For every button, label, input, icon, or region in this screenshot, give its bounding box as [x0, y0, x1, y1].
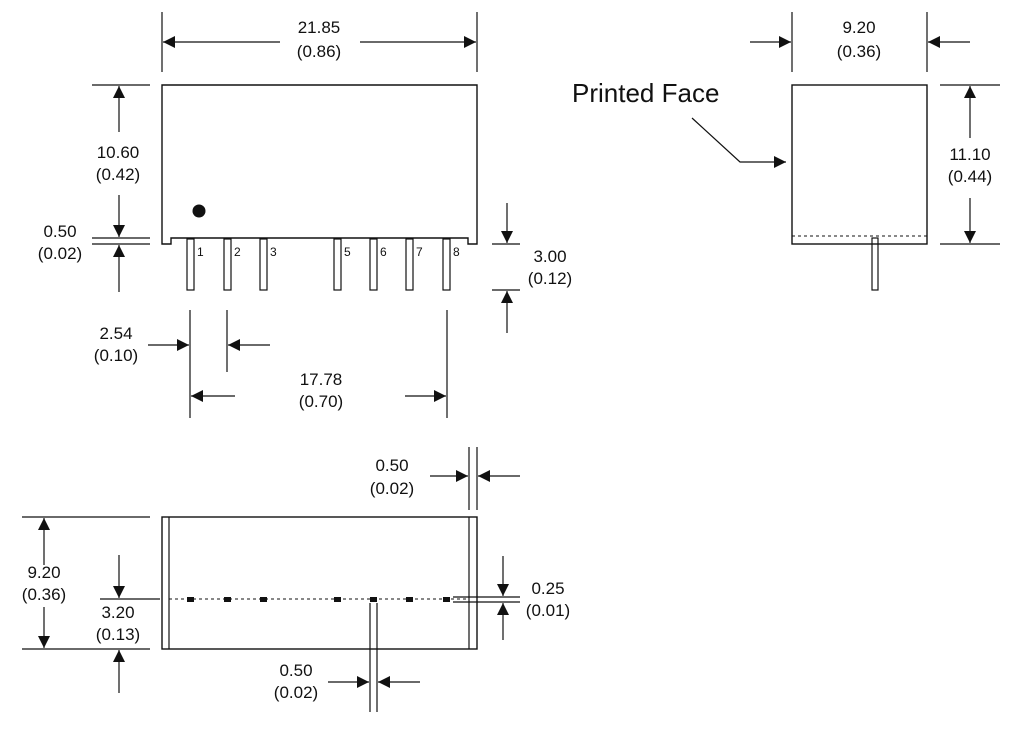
dim-pin-span-in: (0.70) — [299, 392, 343, 411]
dim-bottom-height-in: (0.36) — [22, 585, 66, 604]
module-body-outline — [161, 84, 478, 245]
dim-bottom-height-mm: 9.20 — [27, 563, 60, 582]
dim-width-in: (0.86) — [297, 42, 341, 61]
pin-2 — [223, 238, 232, 291]
dim-pin-pitch-in: (0.10) — [94, 346, 138, 365]
dim-pin-width-in: (0.02) — [274, 683, 318, 702]
front-view: 1 2 3 5 6 7 8 21.85 (0.86) 10.60 (0.42) — [38, 12, 572, 418]
pin-label-5: 5 — [344, 245, 351, 259]
pin-label-7: 7 — [416, 245, 423, 259]
dim-pin-row-offset: 3.20 (0.13) — [96, 555, 160, 693]
dim-pin-thickness-in: (0.01) — [526, 601, 570, 620]
dim-pin-width: 0.50 (0.02) — [274, 603, 420, 712]
dim-pin-pitch: 2.54 (0.10) — [94, 310, 270, 418]
dim-body-height: 10.60 (0.42) — [92, 84, 150, 239]
pin-label-6: 6 — [380, 245, 387, 259]
dim-wall-in: (0.02) — [370, 479, 414, 498]
dim-pin-span-mm: 17.78 — [300, 370, 343, 389]
pin-labels: 1 2 3 5 6 7 8 — [197, 245, 460, 259]
bottom-view: 0.50 (0.02) 9.20 (0.36) 3.20 (0.13) 0.2 — [22, 447, 570, 712]
bottom-pin-1 — [187, 597, 194, 602]
dim-standoff-in: (0.02) — [38, 244, 82, 263]
side-view: Printed Face 9.20 (0.36) 11.10 (0.44) — [572, 12, 1000, 291]
pin1-marker-dot — [192, 204, 206, 218]
bottom-pins — [187, 597, 450, 602]
pin-6 — [369, 238, 378, 291]
bottom-pin-2 — [224, 597, 231, 602]
pin-7 — [405, 238, 414, 291]
dim-pin-pitch-mm: 2.54 — [99, 324, 132, 343]
bottom-pin-7 — [406, 597, 413, 602]
bottom-pin-8 — [443, 597, 450, 602]
dim-pin-row-offset-in: (0.13) — [96, 625, 140, 644]
pin-label-2: 2 — [234, 245, 241, 259]
dim-pin-span: 17.78 (0.70) — [191, 310, 448, 418]
side-pin — [871, 237, 879, 291]
pin-label-3: 3 — [270, 245, 277, 259]
dim-pin-thickness-mm: 0.25 — [531, 579, 564, 598]
dim-side-height-in: (0.44) — [948, 167, 992, 186]
bottom-pin-6 — [370, 597, 377, 602]
dim-standoff: 0.50 (0.02) — [38, 222, 150, 292]
printed-face-label: Printed Face — [572, 78, 719, 108]
dim-pin-length-mm: 3.00 — [533, 247, 566, 266]
dim-side-height-mm: 11.10 — [949, 145, 990, 164]
pin-5 — [333, 238, 342, 291]
bottom-pin-5 — [334, 597, 341, 602]
pin-8 — [442, 238, 451, 291]
dim-side-width-in: (0.36) — [837, 42, 881, 61]
dim-pin-thickness: 0.25 (0.01) — [453, 556, 570, 640]
printed-face-leader — [691, 117, 786, 168]
dim-side-height: 11.10 (0.44) — [940, 84, 1000, 245]
pin-1 — [186, 238, 195, 291]
dim-pin-row-offset-mm: 3.20 — [101, 603, 134, 622]
dim-body-height-mm: 10.60 — [97, 143, 140, 162]
dim-side-width-mm: 9.20 — [842, 18, 875, 37]
dim-wall: 0.50 (0.02) — [370, 447, 520, 510]
dim-width-mm: 21.85 — [298, 18, 341, 37]
dim-pin-width-mm: 0.50 — [279, 661, 312, 680]
pins — [186, 238, 451, 291]
bottom-body-outline — [161, 516, 478, 650]
side-body-outline — [791, 84, 928, 245]
dim-standoff-mm: 0.50 — [43, 222, 76, 241]
dim-width: 21.85 (0.86) — [161, 12, 478, 72]
dim-pin-length: 3.00 (0.12) — [492, 203, 572, 333]
dim-wall-mm: 0.50 — [375, 456, 408, 475]
pin-label-8: 8 — [453, 245, 460, 259]
pin-label-1: 1 — [197, 245, 204, 259]
dim-pin-length-in: (0.12) — [528, 269, 572, 288]
dim-body-height-in: (0.42) — [96, 165, 140, 184]
dim-side-width: 9.20 (0.36) — [750, 12, 970, 72]
dim-bottom-height: 9.20 (0.36) — [22, 516, 150, 650]
bottom-pin-3 — [260, 597, 267, 602]
pin-3 — [259, 238, 268, 291]
